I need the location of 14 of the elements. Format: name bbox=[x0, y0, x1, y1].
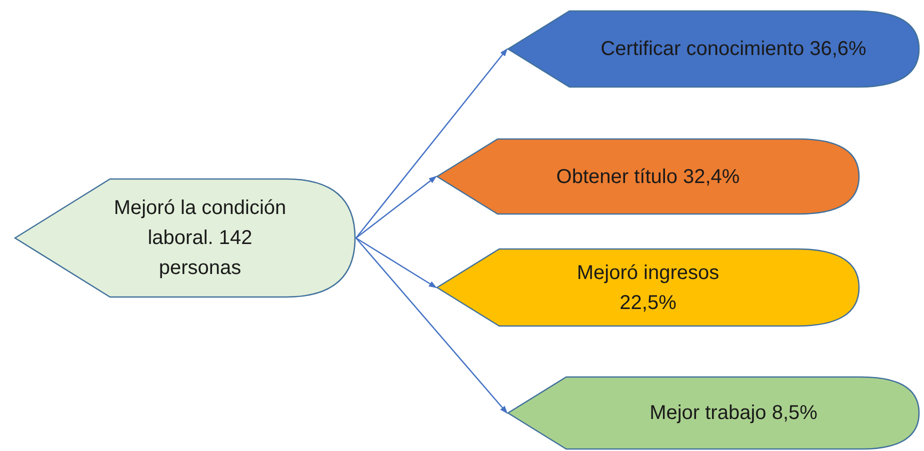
shape-label: Certificar conocimiento 36,6% bbox=[600, 37, 866, 62]
display-shape bbox=[507, 376, 920, 450]
display-shape bbox=[436, 138, 860, 215]
shape-label: Mejoró la condición laboral. 142 personas bbox=[112, 196, 288, 281]
arrow bbox=[356, 237, 437, 288]
arrow bbox=[356, 48, 508, 238]
display-shape bbox=[507, 10, 920, 88]
arrow bbox=[356, 176, 437, 239]
arrow bbox=[356, 238, 508, 414]
shape-label: Obtener título 32,4% bbox=[556, 164, 740, 190]
display-shape bbox=[436, 248, 860, 327]
display-shape bbox=[14, 178, 356, 298]
shape-label: Mejoró ingresos 22,5% bbox=[576, 260, 720, 316]
shape-label: Mejor trabajo 8,5% bbox=[650, 401, 818, 426]
